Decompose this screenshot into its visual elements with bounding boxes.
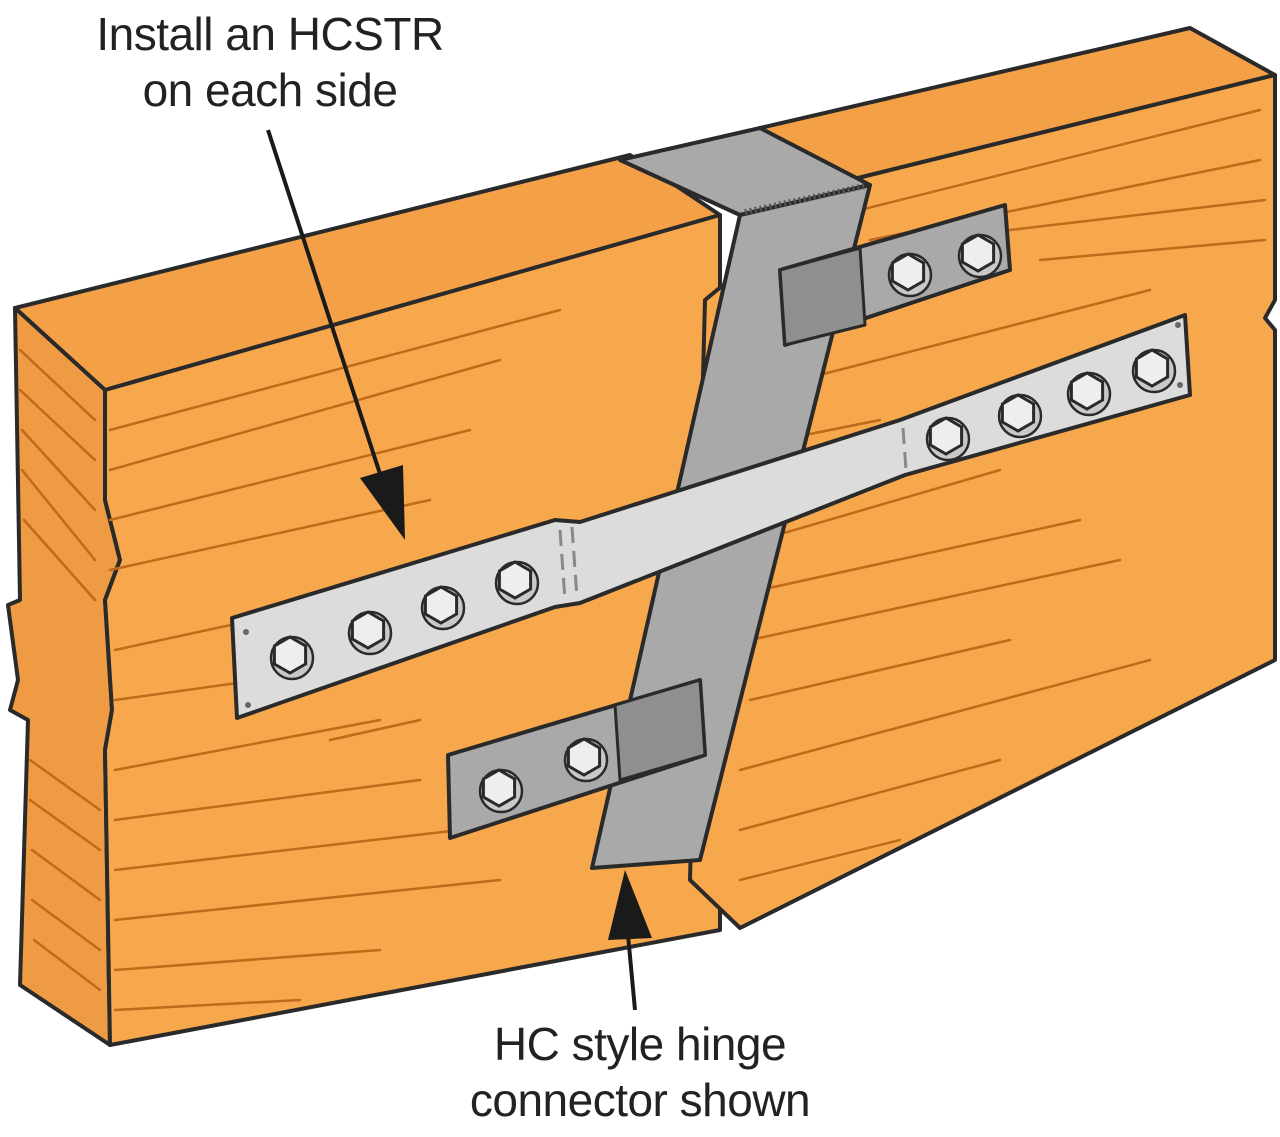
hcstr-strap	[230, 313, 1192, 720]
hex-bolt-icon	[347, 610, 393, 656]
hex-bolt-icon	[925, 416, 971, 462]
strap-score-line-3	[901, 427, 908, 471]
wood-grain-lines	[18, 108, 1267, 1012]
strap-score-line-1	[558, 529, 567, 601]
bolts-group	[269, 233, 1177, 814]
grain-line	[113, 718, 382, 772]
grain-line	[738, 758, 1002, 832]
hex-bolt-icon	[887, 252, 933, 298]
grain-line	[738, 838, 902, 882]
grain-line	[328, 718, 422, 742]
grain-line	[18, 348, 97, 422]
pointer-arrow-icon-bottom	[608, 870, 652, 1011]
strap-score-line-2	[570, 526, 579, 599]
grain-line	[108, 498, 432, 572]
grain-line	[748, 638, 1012, 702]
grain-line	[108, 308, 562, 432]
hex-bolt-icon	[1066, 371, 1112, 417]
grain-line	[108, 428, 472, 522]
hex-bolt-icon	[563, 737, 609, 783]
grain-line	[113, 878, 502, 922]
hex-bolt-icon	[420, 585, 466, 631]
strap-end-hole-left-bottom	[245, 702, 251, 708]
hinge-serration-edge	[744, 183, 866, 215]
grain-line	[113, 778, 422, 822]
hinge-callout-label: HC style hinge connector shown	[430, 1016, 850, 1128]
hex-bolt-icon	[957, 233, 1003, 279]
hinge-lower-tab-fold	[613, 678, 707, 782]
grain-line	[30, 848, 102, 902]
grain-line	[798, 288, 1152, 382]
strap-end-hole-left-top	[243, 629, 249, 635]
grain-line	[20, 428, 97, 512]
strap-end-hole-right-top	[1175, 322, 1181, 328]
strap-callout-label: Install an HCSTR on each side	[40, 6, 500, 118]
grain-line	[738, 658, 1152, 772]
strap-callout-line-1: Install an HCSTR	[96, 8, 444, 60]
grain-line	[113, 828, 462, 872]
hinge-upper-tab-fold	[778, 246, 867, 347]
grain-line	[18, 388, 97, 462]
hex-bolt-icon	[269, 635, 315, 681]
hex-bolt-icon	[997, 393, 1043, 439]
grain-line	[748, 558, 1122, 642]
grain-line	[32, 938, 102, 992]
strap-end-hole-right-bottom	[1177, 382, 1183, 388]
grain-line	[28, 798, 102, 852]
grain-line	[758, 518, 1082, 592]
grain-line	[758, 468, 1002, 542]
hex-bolt-icon	[1131, 348, 1177, 394]
hex-bolt-icon	[494, 560, 540, 606]
grain-line	[113, 998, 302, 1012]
hinge-callout-line-2: connector shown	[469, 1074, 811, 1126]
grain-line	[20, 468, 97, 562]
hinge-callout-line-1: HC style hinge	[493, 1018, 787, 1070]
strap-callout-line-2: on each side	[142, 64, 398, 116]
grain-line	[1038, 238, 1267, 262]
grain-line	[28, 758, 102, 812]
grain-line	[22, 518, 97, 602]
grain-line	[858, 108, 1262, 212]
grain-line	[30, 898, 102, 952]
pointer-arrow-icon-top	[266, 129, 405, 540]
grain-line	[108, 358, 502, 472]
grain-line	[1008, 198, 1267, 232]
grain-line	[113, 948, 382, 972]
hex-bolt-icon	[478, 768, 524, 814]
